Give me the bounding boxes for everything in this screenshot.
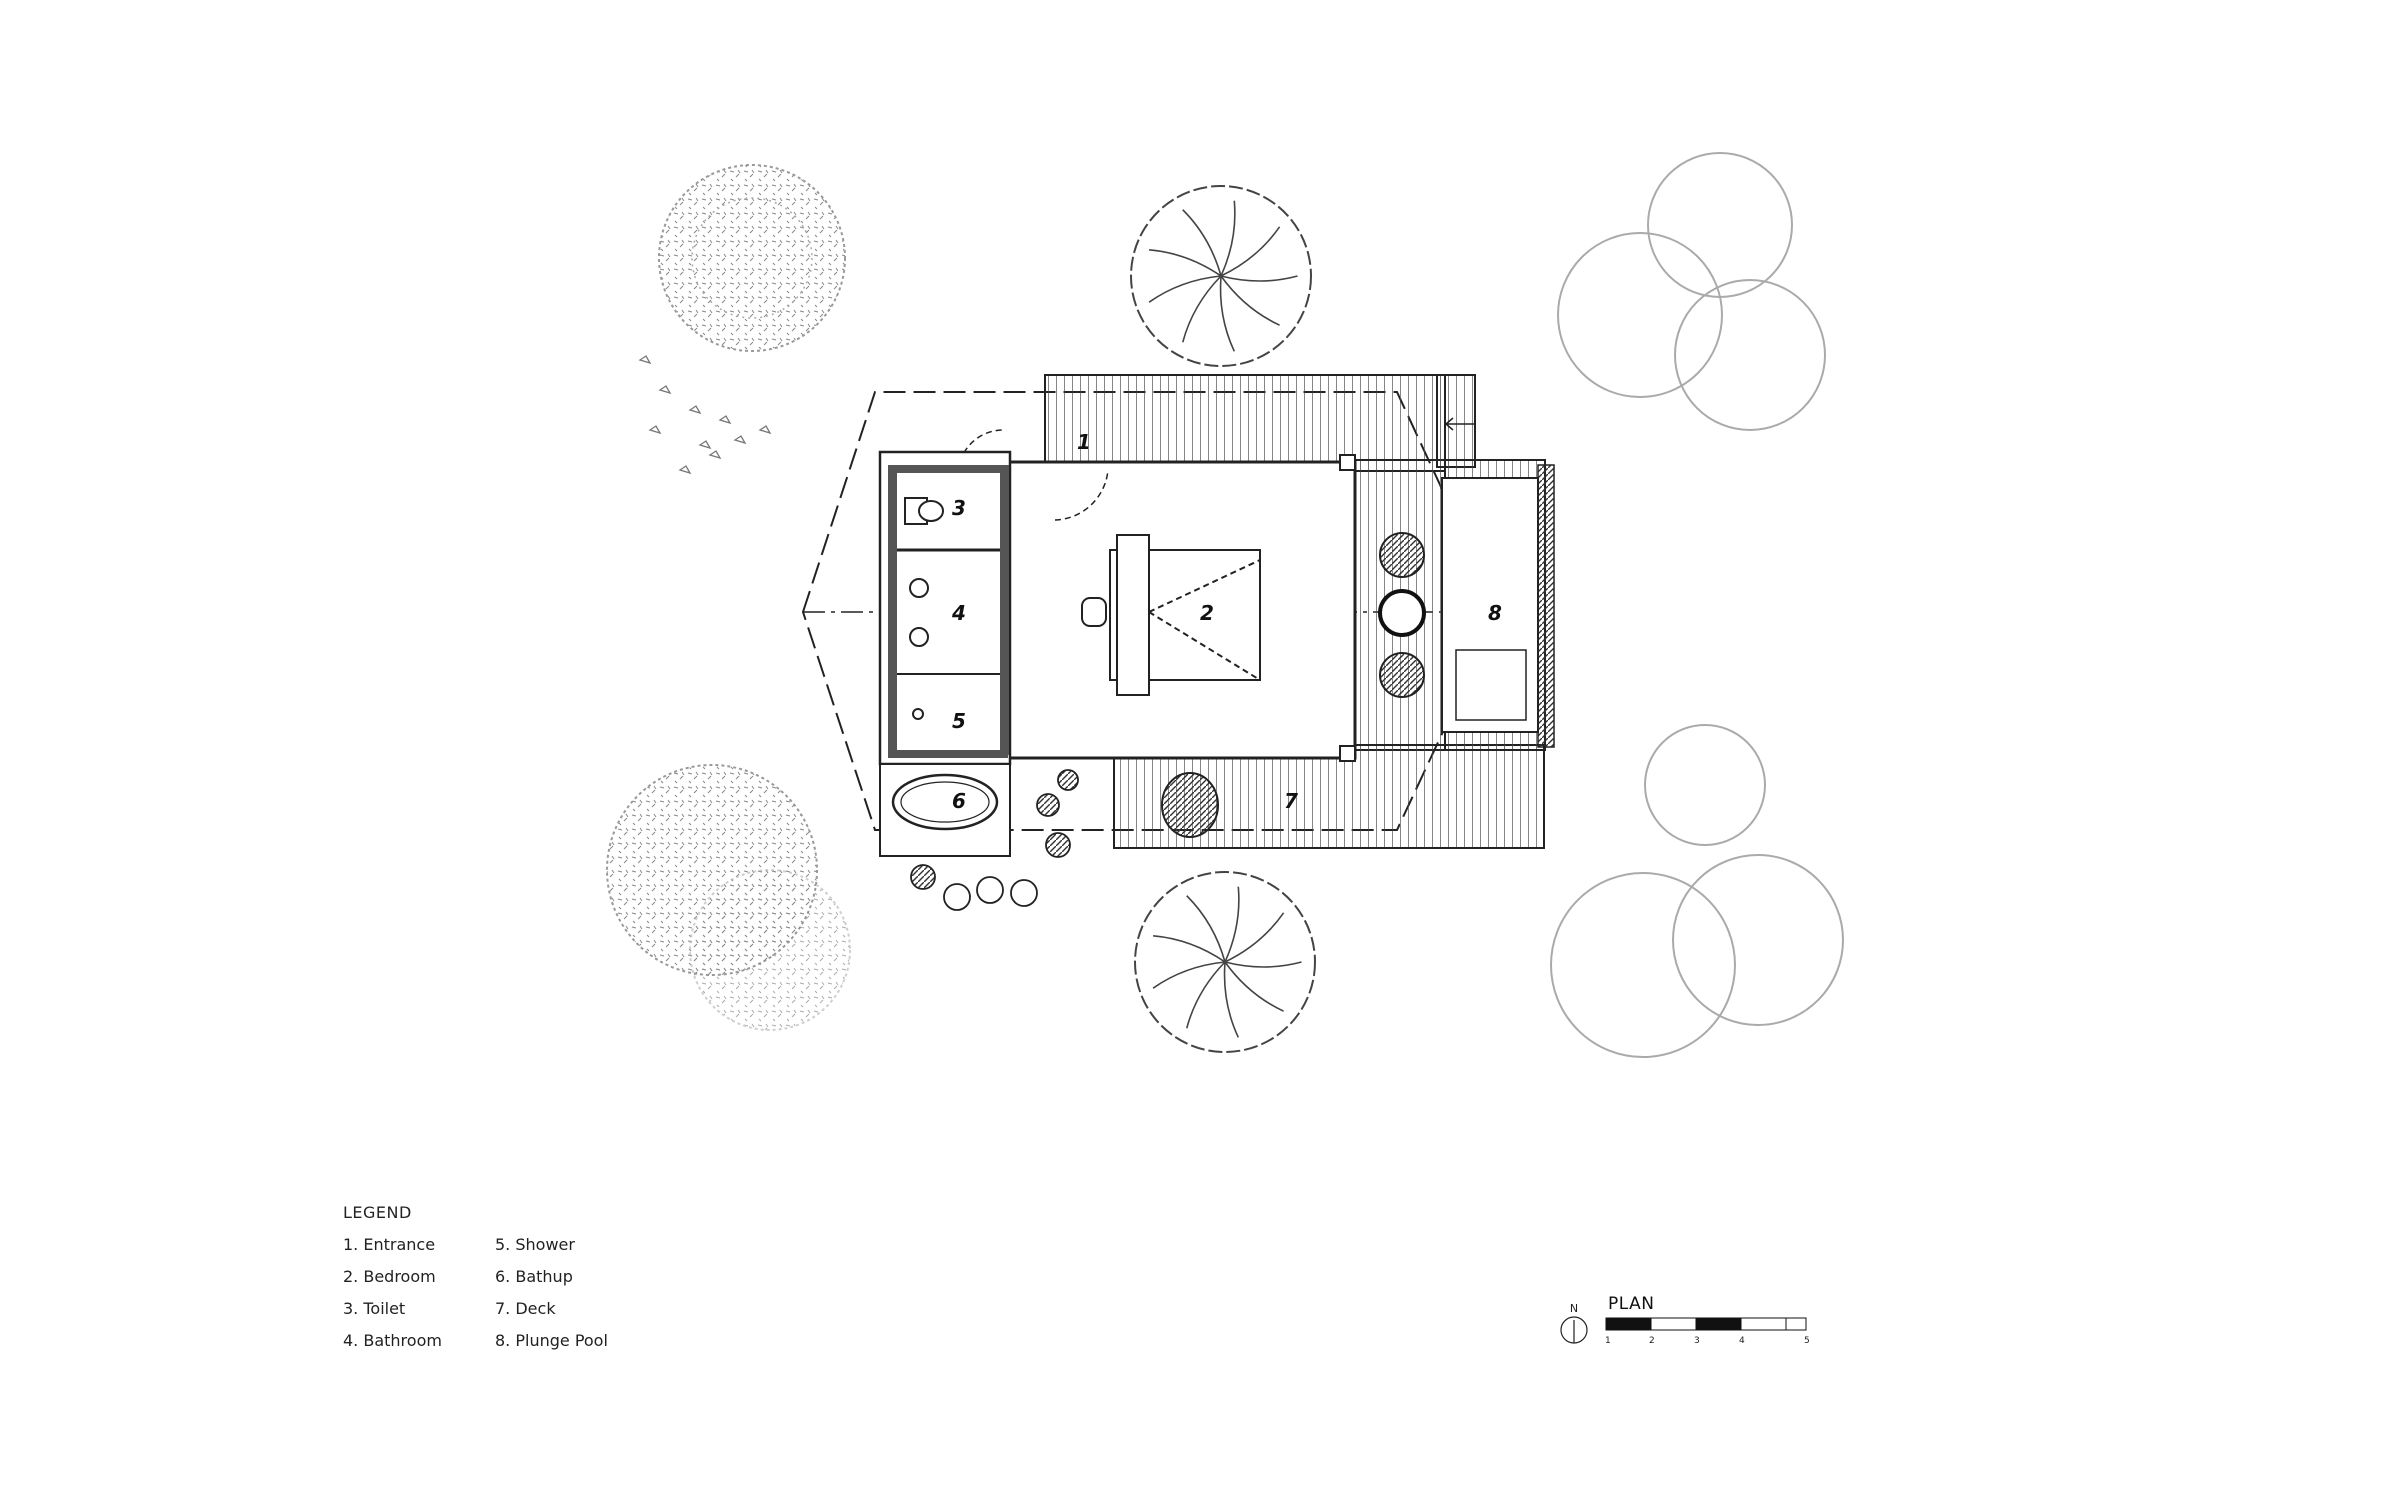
scale-tick-5: 5 <box>1804 1336 1810 1346</box>
bathroom-wall-right <box>1000 465 1009 755</box>
shower-drain-icon <box>912 708 924 720</box>
north-arrow: N <box>1560 1302 1588 1344</box>
tree-top-right <box>1557 152 1826 431</box>
room-number-7: 7 <box>1284 789 1298 813</box>
room-number-1: 1 <box>1077 430 1091 454</box>
bathroom-wall-top <box>888 465 1008 473</box>
plan-title: PLAN <box>1608 1294 1655 1314</box>
tree-top-left <box>638 164 846 475</box>
column <box>1339 745 1356 762</box>
scale-tick-3: 3 <box>1694 1336 1700 1346</box>
bathtub-icon <box>891 773 999 831</box>
room-number-8: 8 <box>1488 601 1502 625</box>
tree-bottom-center <box>1134 871 1316 1053</box>
north-label: N <box>1570 1302 1578 1315</box>
room-number-3: 3 <box>952 496 966 520</box>
hanging-chair-icon <box>1161 772 1219 838</box>
tree-top-center <box>1130 185 1312 367</box>
legend-item-plunge-pool: 8. Plunge Pool <box>495 1331 608 1350</box>
shrub-cluster <box>910 769 1079 911</box>
pool-steps <box>1455 649 1527 721</box>
bathroom-wall-bottom <box>888 750 1008 758</box>
legend-item-toilet: 3. Toilet <box>343 1299 406 1318</box>
scale-tick-2: 2 <box>1649 1336 1655 1346</box>
nightstand-icon <box>1081 597 1107 627</box>
bed-icon <box>1109 534 1261 696</box>
room-number-4: 4 <box>951 601 966 625</box>
scale-bar <box>1605 1317 1807 1331</box>
tree-bottom-right <box>1550 724 1844 1058</box>
legend-item-bedroom: 2. Bedroom <box>343 1267 436 1286</box>
lounge-chair-icon <box>1379 532 1425 698</box>
room-number-5: 5 <box>952 709 966 733</box>
side-table-icon <box>1378 589 1426 637</box>
entrance-deck <box>1044 374 1446 472</box>
legend-item-deck: 7. Deck <box>495 1299 556 1318</box>
bathroom-wall-left <box>888 465 897 755</box>
plunge-pool <box>1441 477 1539 733</box>
toilet-icon <box>904 497 944 525</box>
bathroom-block <box>878 450 1012 766</box>
pool-edge-hatch <box>1537 464 1555 748</box>
legend-item-shower: 5. Shower <box>495 1235 575 1254</box>
scale-tick-1: 1 <box>1605 1336 1611 1346</box>
legend-item-bathup: 6. Bathup <box>495 1267 573 1286</box>
sink-icon <box>909 578 929 647</box>
room-number-6: 6 <box>952 789 966 813</box>
tree-bottom-left <box>606 764 851 1031</box>
door-swing-icon <box>959 429 1109 521</box>
legend-item-bathroom: 4. Bathroom <box>343 1331 442 1350</box>
legend-title: LEGEND <box>343 1203 412 1222</box>
bathtub-inner <box>900 781 990 823</box>
column <box>1339 454 1356 471</box>
legend-item-entrance: 1. Entrance <box>343 1235 436 1254</box>
scale-tick-4: 4 <box>1739 1336 1745 1346</box>
room-number-2: 2 <box>1200 601 1214 625</box>
arrow-icon <box>1444 417 1474 431</box>
upper-right-deck <box>1436 374 1476 468</box>
